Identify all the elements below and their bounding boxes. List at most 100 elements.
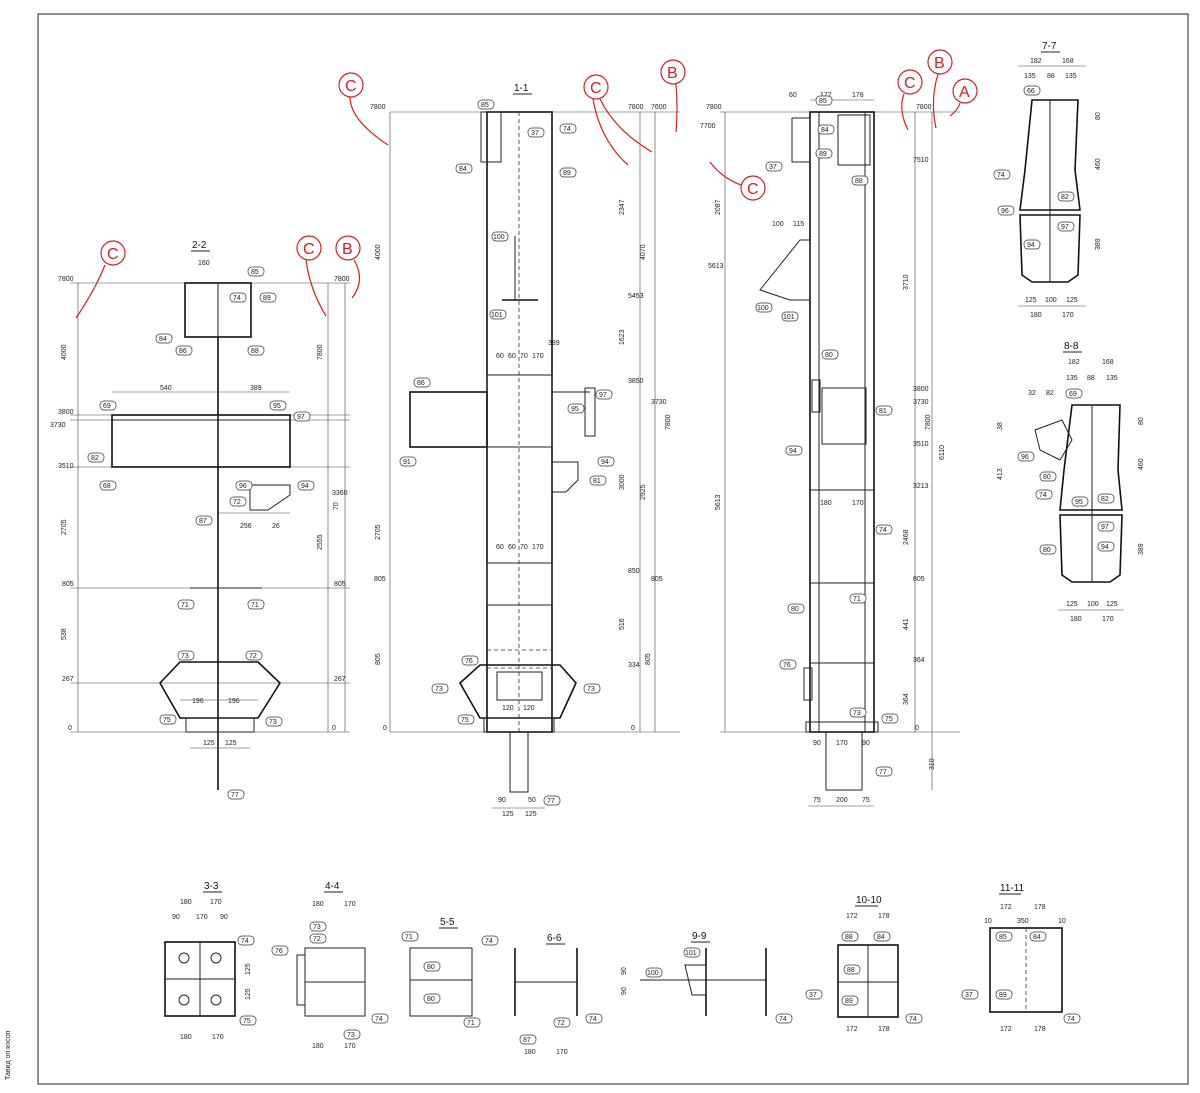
svg-text:805: 805 [374,576,386,583]
svg-text:77: 77 [231,792,239,799]
svg-text:A: A [959,84,970,101]
marker-c-1: C [338,72,389,146]
svg-text:170: 170 [1062,312,1074,319]
svg-text:4070: 4070 [640,244,647,260]
svg-text:94: 94 [1027,242,1035,249]
svg-text:168: 168 [1102,359,1114,366]
sheet-frame [37,13,1189,1085]
svg-text:180: 180 [1030,312,1042,319]
svg-text:85: 85 [251,269,259,276]
section-2-2: 2-2 7800 4000 3800 3730 3510 2705 805 53… [50,240,350,790]
title-1-1: 1-1 [514,83,529,94]
svg-text:85: 85 [999,934,1007,941]
svg-text:C: C [590,80,602,97]
svg-text:90: 90 [862,740,870,747]
svg-text:3000: 3000 [619,474,626,490]
svg-text:97: 97 [1101,524,1109,531]
svg-text:7800: 7800 [916,104,932,111]
svg-text:178: 178 [1034,1026,1046,1033]
svg-text:7800: 7800 [665,414,672,430]
svg-text:70: 70 [520,544,528,551]
svg-text:66: 66 [1027,88,1035,95]
svg-text:125: 125 [245,963,252,975]
title-2-2: 2-2 [192,240,207,251]
marker-b-1: B [660,59,686,133]
svg-text:88: 88 [845,934,853,941]
svg-text:75: 75 [813,797,821,804]
svg-text:80: 80 [427,996,435,1003]
section-1-1: 1-1 7800 7800 7600 5453 3850 3730 850 80… [370,83,680,818]
svg-text:170: 170 [556,1049,568,1056]
svg-text:26: 26 [272,523,280,530]
svg-text:88: 88 [251,348,259,355]
svg-text:7800: 7800 [317,344,324,360]
svg-text:37: 37 [809,992,817,999]
svg-text:50: 50 [528,797,536,804]
svg-text:88: 88 [1087,375,1095,382]
svg-text:69: 69 [103,403,111,410]
svg-text:135: 135 [1024,73,1036,80]
svg-text:170: 170 [852,500,864,507]
svg-text:180: 180 [1070,616,1082,623]
svg-text:75: 75 [243,1018,251,1025]
svg-text:120: 120 [502,705,514,712]
svg-text:389: 389 [250,385,262,392]
svg-text:71: 71 [405,934,413,941]
svg-text:170: 170 [836,740,848,747]
svg-text:74: 74 [563,126,571,133]
svg-text:88: 88 [847,967,855,974]
svg-text:84: 84 [159,336,167,343]
svg-text:84: 84 [1033,934,1041,941]
svg-text:81: 81 [593,478,601,485]
svg-text:89: 89 [563,170,571,177]
svg-text:805: 805 [913,576,925,583]
svg-text:3710: 3710 [903,274,910,290]
svg-text:3510: 3510 [58,463,74,470]
svg-text:70: 70 [520,353,528,360]
svg-text:160: 160 [198,260,210,267]
svg-text:97: 97 [599,392,607,399]
svg-text:C: C [107,246,119,263]
svg-text:80: 80 [1043,547,1051,554]
marker-c-2: C [583,74,653,166]
svg-text:4000: 4000 [375,244,382,260]
svg-text:125: 125 [1025,297,1037,304]
svg-text:135: 135 [1106,375,1118,382]
svg-text:100: 100 [493,234,505,241]
svg-text:200: 200 [836,797,848,804]
svg-text:95: 95 [273,403,281,410]
svg-text:101: 101 [491,312,503,319]
svg-text:460: 460 [1138,458,1145,470]
svg-text:90: 90 [498,797,506,804]
svg-text:74: 74 [997,172,1005,179]
svg-text:805: 805 [375,653,382,665]
svg-text:5-5: 5-5 [440,917,455,928]
svg-text:2468: 2468 [903,529,910,545]
svg-text:74: 74 [241,938,249,945]
section-11-11: 11-11 172 178 10 350 10 172 178 [984,883,1066,1033]
svg-text:71: 71 [181,602,189,609]
svg-text:2555: 2555 [317,534,324,550]
svg-text:7800: 7800 [370,104,386,111]
svg-text:805: 805 [645,653,652,665]
svg-text:60: 60 [508,544,516,551]
svg-text:125: 125 [502,811,514,818]
svg-text:125: 125 [1066,601,1078,608]
svg-text:3360: 3360 [332,490,348,497]
svg-text:7800: 7800 [628,104,644,111]
svg-text:74: 74 [909,1016,917,1023]
marker-b-3: B [335,235,361,299]
svg-text:170: 170 [1102,616,1114,623]
svg-text:125: 125 [203,740,215,747]
svg-text:178: 178 [1034,904,1046,911]
svg-text:178: 178 [852,92,864,99]
svg-text:74: 74 [1039,492,1047,499]
svg-text:75: 75 [163,717,171,724]
svg-text:100: 100 [647,970,659,977]
svg-text:80: 80 [791,606,799,613]
svg-text:115: 115 [793,221,804,228]
svg-text:170: 170 [532,353,544,360]
svg-text:172: 172 [846,913,858,920]
svg-text:7800: 7800 [925,414,932,430]
svg-text:5453: 5453 [628,293,644,300]
